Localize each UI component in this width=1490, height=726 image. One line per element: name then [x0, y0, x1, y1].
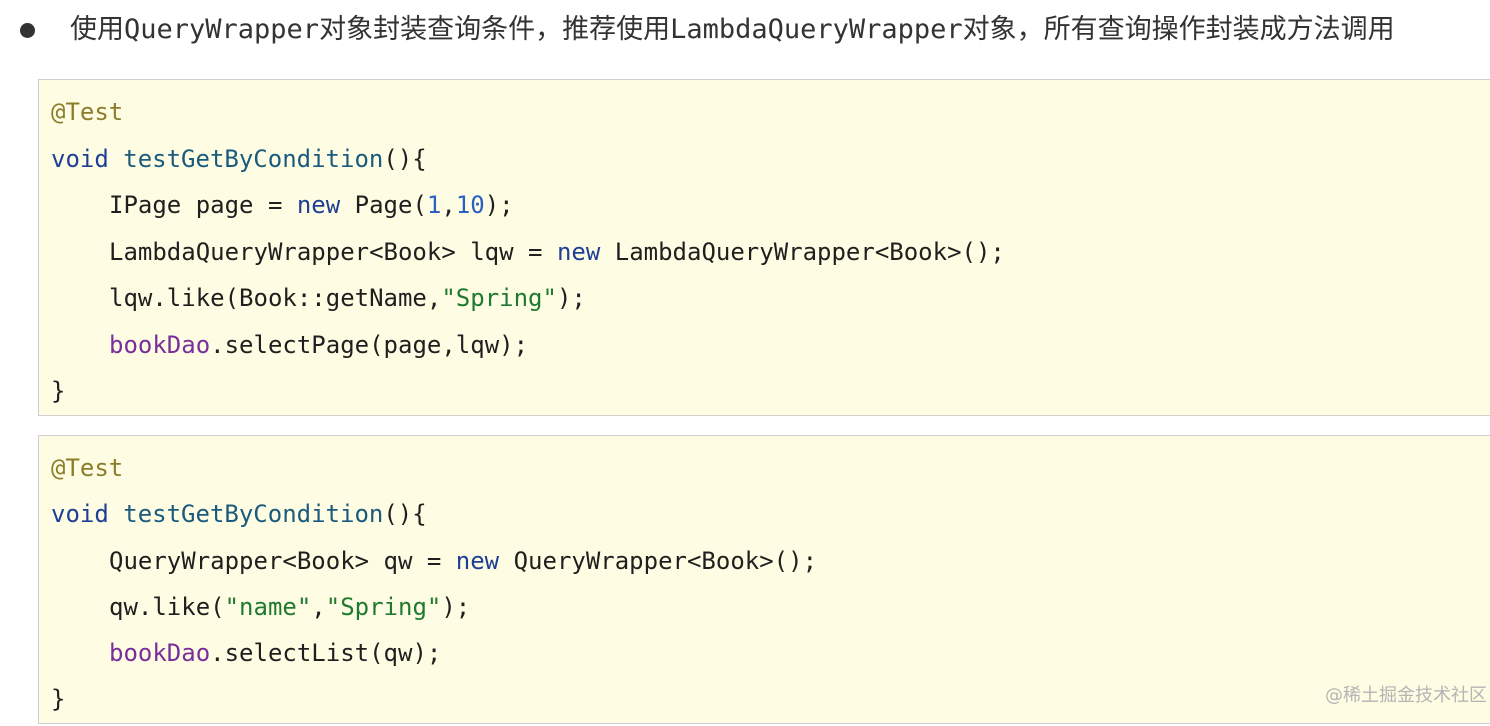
- code-line: void testGetByCondition(){: [51, 142, 427, 176]
- code-text: (){: [383, 145, 427, 173]
- code-block-lambda: @Test void testGetByCondition(){ IPage p…: [38, 79, 1490, 416]
- string-literal: "Spring": [441, 284, 557, 312]
- code-line: }: [51, 377, 66, 405]
- code-block-querywrapper: @Test void testGetByCondition(){ QueryWr…: [38, 435, 1490, 724]
- code-line: }: [51, 685, 66, 713]
- code-line: void testGetByCondition(){: [51, 497, 427, 531]
- field-name: bookDao: [109, 639, 211, 667]
- code-text: QueryWrapper<Book> qw =: [109, 547, 456, 575]
- keyword: new: [296, 191, 341, 219]
- code-text: IPage page =: [109, 191, 297, 219]
- keyword: new: [556, 238, 601, 266]
- code-text: LambdaQueryWrapper<Book>();: [600, 238, 1005, 266]
- code-text: Page(: [340, 191, 427, 219]
- code-line: qw.like("name","Spring");: [109, 590, 470, 624]
- code-text: LambdaQueryWrapper<Book> lqw =: [109, 238, 557, 266]
- code-text: qw.like(: [109, 593, 225, 621]
- number-literal: 1: [426, 191, 442, 219]
- bullet-dot-icon: [20, 23, 35, 38]
- keyword: new: [455, 547, 500, 575]
- code-text: ,: [441, 191, 456, 219]
- code-line: lqw.like(Book::getName,"Spring");: [109, 281, 586, 315]
- code-text: QueryWrapper<Book>();: [499, 547, 818, 575]
- code-line: IPage page = new Page(1,10);: [109, 188, 514, 222]
- code-text: );: [441, 593, 471, 621]
- number-literal: 10: [455, 191, 485, 219]
- intro-text: 使用QueryWrapper对象封装查询条件，推荐使用LambdaQueryWr…: [70, 14, 1395, 45]
- code-line: bookDao.selectPage(page,lqw);: [109, 328, 528, 362]
- keyword: void: [51, 145, 109, 173]
- field-name: bookDao: [109, 331, 211, 359]
- code-line: QueryWrapper<Book> qw = new QueryWrapper…: [109, 544, 817, 578]
- code-text: lqw.like(Book::getName,: [109, 284, 442, 312]
- method-name: testGetByCondition: [123, 145, 384, 173]
- keyword: void: [51, 500, 109, 528]
- code-line: @Test: [51, 98, 124, 126]
- string-literal: "Spring": [325, 593, 442, 621]
- code-line: @Test: [51, 454, 124, 482]
- code-text: .selectList(qw);: [210, 639, 442, 667]
- code-text: ,: [311, 593, 326, 621]
- watermark: @稀土掘金技术社区: [1325, 685, 1487, 706]
- method-name: testGetByCondition: [123, 500, 384, 528]
- code-text: (){: [383, 500, 427, 528]
- intro-bullet: 使用QueryWrapper对象封装查询条件，推荐使用LambdaQueryWr…: [0, 0, 1490, 62]
- code-line: bookDao.selectList(qw);: [109, 636, 441, 670]
- code-line: LambdaQueryWrapper<Book> lqw = new Lambd…: [109, 235, 1005, 269]
- code-text: .selectPage(page,lqw);: [210, 331, 529, 359]
- code-text: );: [556, 284, 586, 312]
- code-text: );: [484, 191, 514, 219]
- string-literal: "name": [224, 593, 312, 621]
